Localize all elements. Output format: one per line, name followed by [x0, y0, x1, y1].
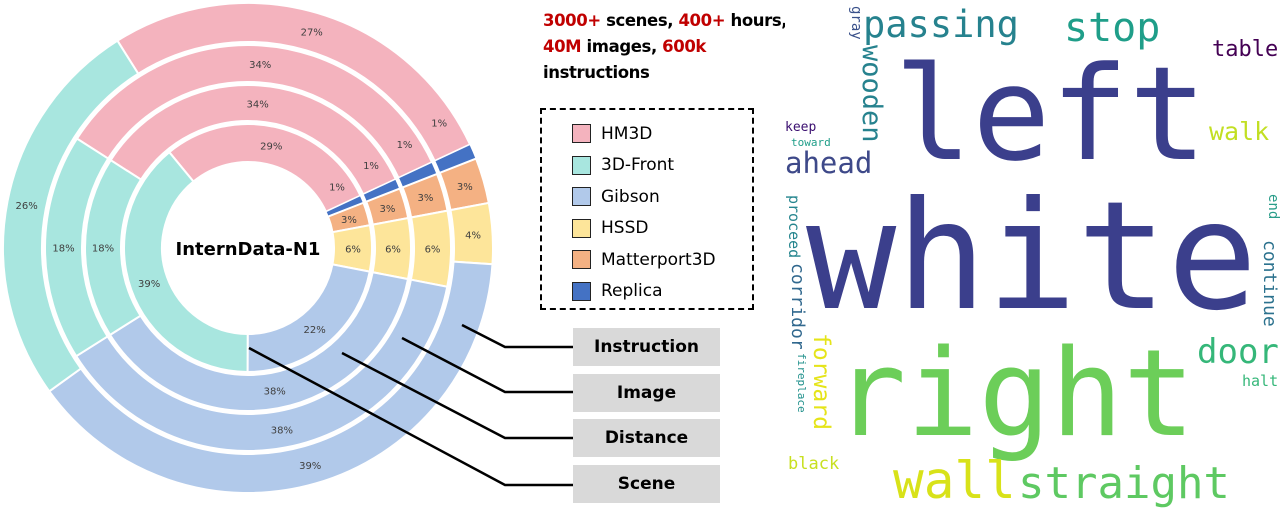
word-cloud-word: black	[788, 454, 840, 474]
callout-line-distance	[341, 351, 573, 440]
percent-label-distance-replica: 1%	[363, 161, 379, 172]
ring-scene-segment-3d-front	[123, 150, 249, 374]
word-cloud-word: forward	[808, 333, 834, 430]
word-cloud-word: walk	[1209, 117, 1270, 146]
headline-stat: 3000+	[543, 11, 601, 30]
percent-label-instruction-gibson: 39%	[299, 461, 321, 472]
legend-item-3d-front: 3D-Front	[572, 150, 752, 182]
multi-ring-donut-chart: 29% 1% 3% 6% 22% 39% 34% 1% 3% 6% 38% 18% 34% 1% 3% 6% 3…	[2, 2, 573, 494]
legend-label: HM3D	[601, 123, 653, 144]
percent-label-scene-gibson: 22%	[303, 325, 325, 336]
callout-lines-layer	[248, 323, 573, 487]
percent-label-image-matterport3d: 3%	[417, 193, 433, 204]
percent-label-instruction-hssd: 4%	[465, 231, 481, 242]
percent-label-scene-3d-front: 39%	[138, 279, 160, 290]
ring-label-scene: Scene	[573, 465, 720, 503]
legend-item-hssd: HSSD	[572, 213, 752, 245]
legend-label: 3D-Front	[601, 155, 675, 176]
legend-label: HSSD	[601, 218, 649, 239]
word-cloud-word: ahead	[785, 146, 873, 180]
legend-label: Gibson	[601, 186, 660, 207]
headline-text: hours,	[725, 11, 788, 30]
ring-distance-segment-3d-front	[84, 158, 143, 337]
word-cloud-word: passing	[863, 6, 1019, 46]
legend-label: Matterport3D	[601, 249, 716, 270]
percent-label-instruction-matterport3d: 3%	[457, 182, 473, 193]
legend-swatch	[572, 187, 591, 207]
word-cloud-word: white	[806, 170, 1258, 344]
callout-line-image	[401, 336, 573, 394]
word-cloud-word: left	[894, 38, 1208, 190]
percent-label-scene-matterport3d: 3%	[341, 215, 357, 226]
percent-label-image-gibson: 38%	[271, 425, 293, 436]
legend-swatch	[572, 155, 591, 175]
callout-line-scene	[248, 346, 573, 487]
percent-label-instruction-replica: 1%	[431, 119, 447, 130]
percent-label-instruction-hm3d: 27%	[301, 28, 323, 39]
word-cloud-word: halt	[1242, 372, 1279, 390]
legend-item-matterport3d: Matterport3D	[572, 244, 752, 276]
word-cloud-word: wooden	[856, 45, 887, 143]
dataset-headline: 3000+ scenes, 400+ hours, 40M images, 60…	[543, 8, 788, 86]
ring-label-distance: Distance	[573, 419, 720, 457]
percent-label-scene-hm3d: 29%	[260, 142, 282, 153]
word-cloud-word: corridor	[787, 263, 808, 350]
rings-layer	[2, 2, 494, 494]
callout-line-instruction	[461, 323, 573, 349]
word-cloud-word: table	[1212, 37, 1279, 62]
legend-item-hm3d: HM3D	[572, 118, 752, 150]
legend-item-gibson: Gibson	[572, 181, 752, 213]
legend-label: Replica	[601, 281, 663, 302]
percent-label-image-hssd: 6%	[425, 245, 441, 256]
word-cloud-word: continue	[1259, 240, 1280, 327]
percent-label-image-hm3d: 34%	[249, 60, 271, 71]
ring-label-instruction: Instruction	[573, 328, 720, 366]
word-cloud-word: wall	[893, 452, 1016, 508]
ring-instruction-segment-3d-front	[2, 39, 140, 393]
chart-title: InternData-N1	[176, 239, 321, 260]
legend-swatch	[572, 124, 591, 144]
percent-label-distance-3d-front: 18%	[92, 244, 114, 255]
word-cloud-word: door	[1197, 332, 1279, 372]
word-cloud-word: stop	[1064, 6, 1161, 51]
percent-label-distance-gibson: 38%	[264, 387, 286, 398]
word-cloud-word: straight	[1018, 458, 1230, 508]
percent-label-scene-replica: 1%	[329, 182, 345, 193]
headline-text: images,	[581, 37, 663, 56]
percent-label-image-3d-front: 18%	[52, 243, 74, 254]
headline-stat: 600k	[662, 37, 706, 56]
percent-label-distance-hm3d: 34%	[246, 99, 268, 110]
word-cloud-word: proceed	[785, 195, 803, 259]
headline-text: instructions	[543, 63, 650, 82]
word-cloud-word: end	[1265, 194, 1280, 220]
percent-label-scene-hssd: 6%	[345, 244, 361, 255]
percent-label-distance-matterport3d: 3%	[379, 204, 395, 215]
word-cloud-word: keep	[785, 120, 817, 135]
ring-label-image: Image	[573, 374, 720, 412]
word-cloud-word: fireplace	[795, 353, 808, 413]
legend-item-replica: Replica	[572, 276, 752, 308]
legend-swatch	[572, 250, 591, 270]
percent-label-instruction-3d-front: 26%	[15, 201, 37, 212]
headline-stat: 400+	[678, 11, 726, 30]
percent-labels-layer: 29% 1% 3% 6% 22% 39% 34% 1% 3% 6% 38% 18% 34% 1% 3% 6% 3…	[15, 28, 481, 472]
percent-label-distance-hssd: 6%	[385, 245, 401, 256]
word-cloud-word: gray	[848, 6, 864, 40]
legend-swatch	[572, 281, 591, 301]
word-cloud-word: right	[834, 325, 1196, 464]
headline-text: scenes,	[600, 11, 679, 30]
legend-swatch	[572, 218, 591, 238]
ring-image-segment-3d-front	[44, 137, 110, 358]
headline-stat: 40M	[543, 37, 582, 56]
percent-label-image-replica: 1%	[397, 140, 413, 151]
word-cloud-word: toward	[791, 136, 831, 149]
